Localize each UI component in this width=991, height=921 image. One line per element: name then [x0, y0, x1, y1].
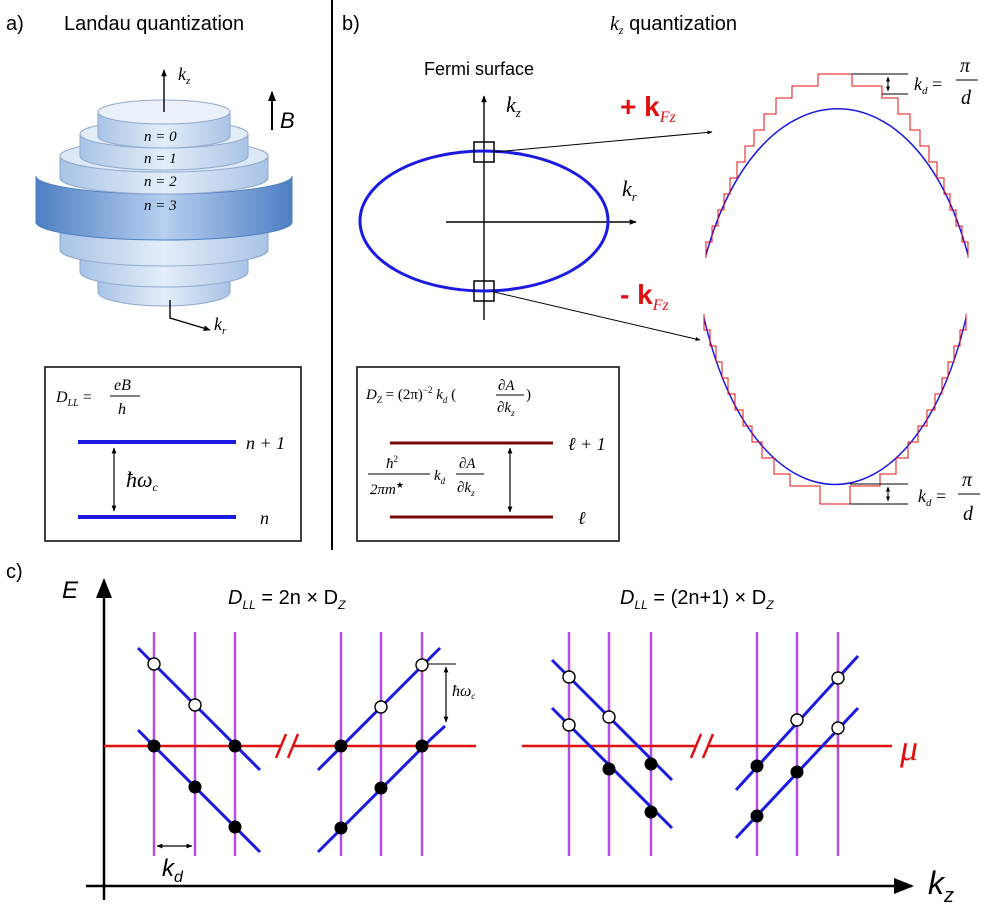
empty-state	[602, 710, 616, 724]
level-label-lower: n	[260, 508, 269, 528]
mu-label: μ	[899, 728, 918, 768]
gap-frac-den: ∂kz	[457, 480, 475, 498]
empty-state	[415, 658, 429, 672]
filled-state	[334, 739, 348, 753]
empty-state	[831, 721, 845, 735]
zoom-top-staircase	[705, 73, 969, 258]
panel-a-label: a)	[6, 13, 24, 35]
panel-b-title: kz quantization	[610, 13, 737, 37]
fermi-kr-label: kr	[622, 176, 638, 204]
filled-state	[790, 765, 804, 779]
landau-dispersion-lines	[136, 646, 860, 854]
panel-c-label: c)	[6, 561, 23, 583]
dll-formula-num: eB	[114, 377, 131, 394]
level-label-n1: n = 1	[144, 151, 177, 167]
axis-break-left-mark-1	[274, 733, 288, 759]
filled-state	[228, 820, 242, 834]
b-field-label: B	[280, 108, 295, 133]
landau-cylinder-stack	[35, 99, 293, 307]
dz-frac-num: ∂A	[498, 378, 515, 394]
filled-state	[602, 762, 616, 776]
axis-break-left-mark-2	[286, 733, 300, 759]
filled-state	[228, 739, 242, 753]
empty-state	[374, 700, 388, 714]
level-label-n3: n = 3	[144, 198, 177, 214]
zoom-arrow-top	[493, 130, 713, 153]
empty-state	[562, 670, 576, 684]
kd-bottom-den: d	[963, 503, 974, 525]
kd-bottom-label: kd =	[918, 486, 946, 509]
filled-state	[750, 809, 764, 823]
panel-a: a) Landau quantization kz kr B	[6, 13, 302, 542]
kz-level-label-upper: ℓ + 1	[568, 434, 606, 454]
panel-b-formula-box: DZ = (2π)−2 kd ( ∂A ∂kz ) ℓ + 1 ℓ ħ2 2πm…	[356, 366, 620, 542]
cylinder-tier-n3	[35, 175, 293, 241]
empty-state	[562, 718, 576, 732]
panel-c: c) E kz DLL = 2n × DZ DLL = (2n+1) × DZ	[6, 561, 954, 907]
gap-formula-k: kd	[434, 468, 446, 486]
panel-b: b) kz quantization Fermi surface kz kr +…	[342, 13, 980, 542]
zoom-top-curve	[705, 108, 969, 256]
plus-kfz-label: + kFz	[620, 91, 676, 126]
dll-formula-lhs: DLL =	[55, 389, 92, 409]
panel-b-label: b)	[342, 13, 360, 35]
level-label-n0: n = 0	[144, 129, 177, 145]
filled-state	[644, 757, 658, 771]
empty-state	[188, 698, 202, 712]
kz-axis-label: kz	[928, 865, 954, 907]
kd-label: kd	[162, 855, 184, 886]
filled-state	[750, 759, 764, 773]
filled-state	[415, 739, 429, 753]
level-label-n2: n = 2	[144, 174, 177, 190]
axis-break-right-mark-2	[701, 733, 715, 759]
right-case-title: DLL = (2n+1) × DZ	[620, 587, 774, 612]
level-label-upper: n + 1	[246, 433, 285, 453]
panel-a-kr-arrow	[169, 300, 211, 331]
kd-top-num: π	[960, 55, 971, 77]
filled-states	[147, 739, 804, 835]
filled-state	[644, 805, 658, 819]
empty-state	[831, 671, 845, 685]
kd-top-label: kd =	[914, 74, 942, 97]
zoom-bottom-curve	[703, 317, 967, 485]
fermi-surface-ellipse	[358, 149, 610, 293]
cyclotron-gap-label: ħωc	[126, 467, 159, 494]
panel-a-formula-box: DLL = eB h n + 1 n ħωc	[44, 366, 302, 542]
dz-frac-den: ∂kz	[497, 400, 515, 418]
dz-formula: DZ = (2π)−2 kd (	[365, 385, 456, 405]
panel-a-kr-label: kr	[214, 314, 227, 337]
kd-bottom-num: π	[962, 469, 973, 491]
minus-kfz-label: - kFz	[620, 279, 669, 314]
panel-a-title: Landau quantization	[64, 13, 244, 35]
dispersion-line	[316, 724, 447, 854]
empty-state	[147, 657, 161, 671]
gap-formula-den: 2πm★	[370, 480, 404, 498]
dll-formula-den: h	[118, 401, 126, 418]
energy-axis-label: E	[62, 577, 79, 604]
filled-state	[374, 781, 388, 795]
gap-frac-num: ∂A	[459, 456, 476, 472]
empty-states	[147, 657, 845, 735]
fermi-kz-label: kz	[506, 92, 521, 120]
fermi-surface-label: Fermi surface	[424, 59, 534, 79]
empty-state	[790, 713, 804, 727]
filled-state	[334, 821, 348, 835]
kz-grid-lines	[152, 632, 840, 856]
left-case-title: DLL = 2n × DZ	[228, 587, 346, 612]
kz-level-label-lower: ℓ	[578, 508, 586, 528]
filled-state	[188, 780, 202, 794]
hw-label: ħωc	[452, 683, 475, 701]
fermi-bottom-box	[473, 280, 495, 302]
zoom-bottom-staircase	[703, 314, 967, 505]
axis-break-right-mark-1	[689, 733, 703, 759]
dz-frac-close: )	[526, 387, 531, 403]
zoom-arrow-bottom	[493, 291, 701, 341]
filled-state	[147, 739, 161, 753]
gap-formula-num: ħ2	[386, 454, 398, 472]
kd-top-den: d	[961, 87, 972, 109]
panel-a-kz-label: kz	[178, 64, 191, 87]
